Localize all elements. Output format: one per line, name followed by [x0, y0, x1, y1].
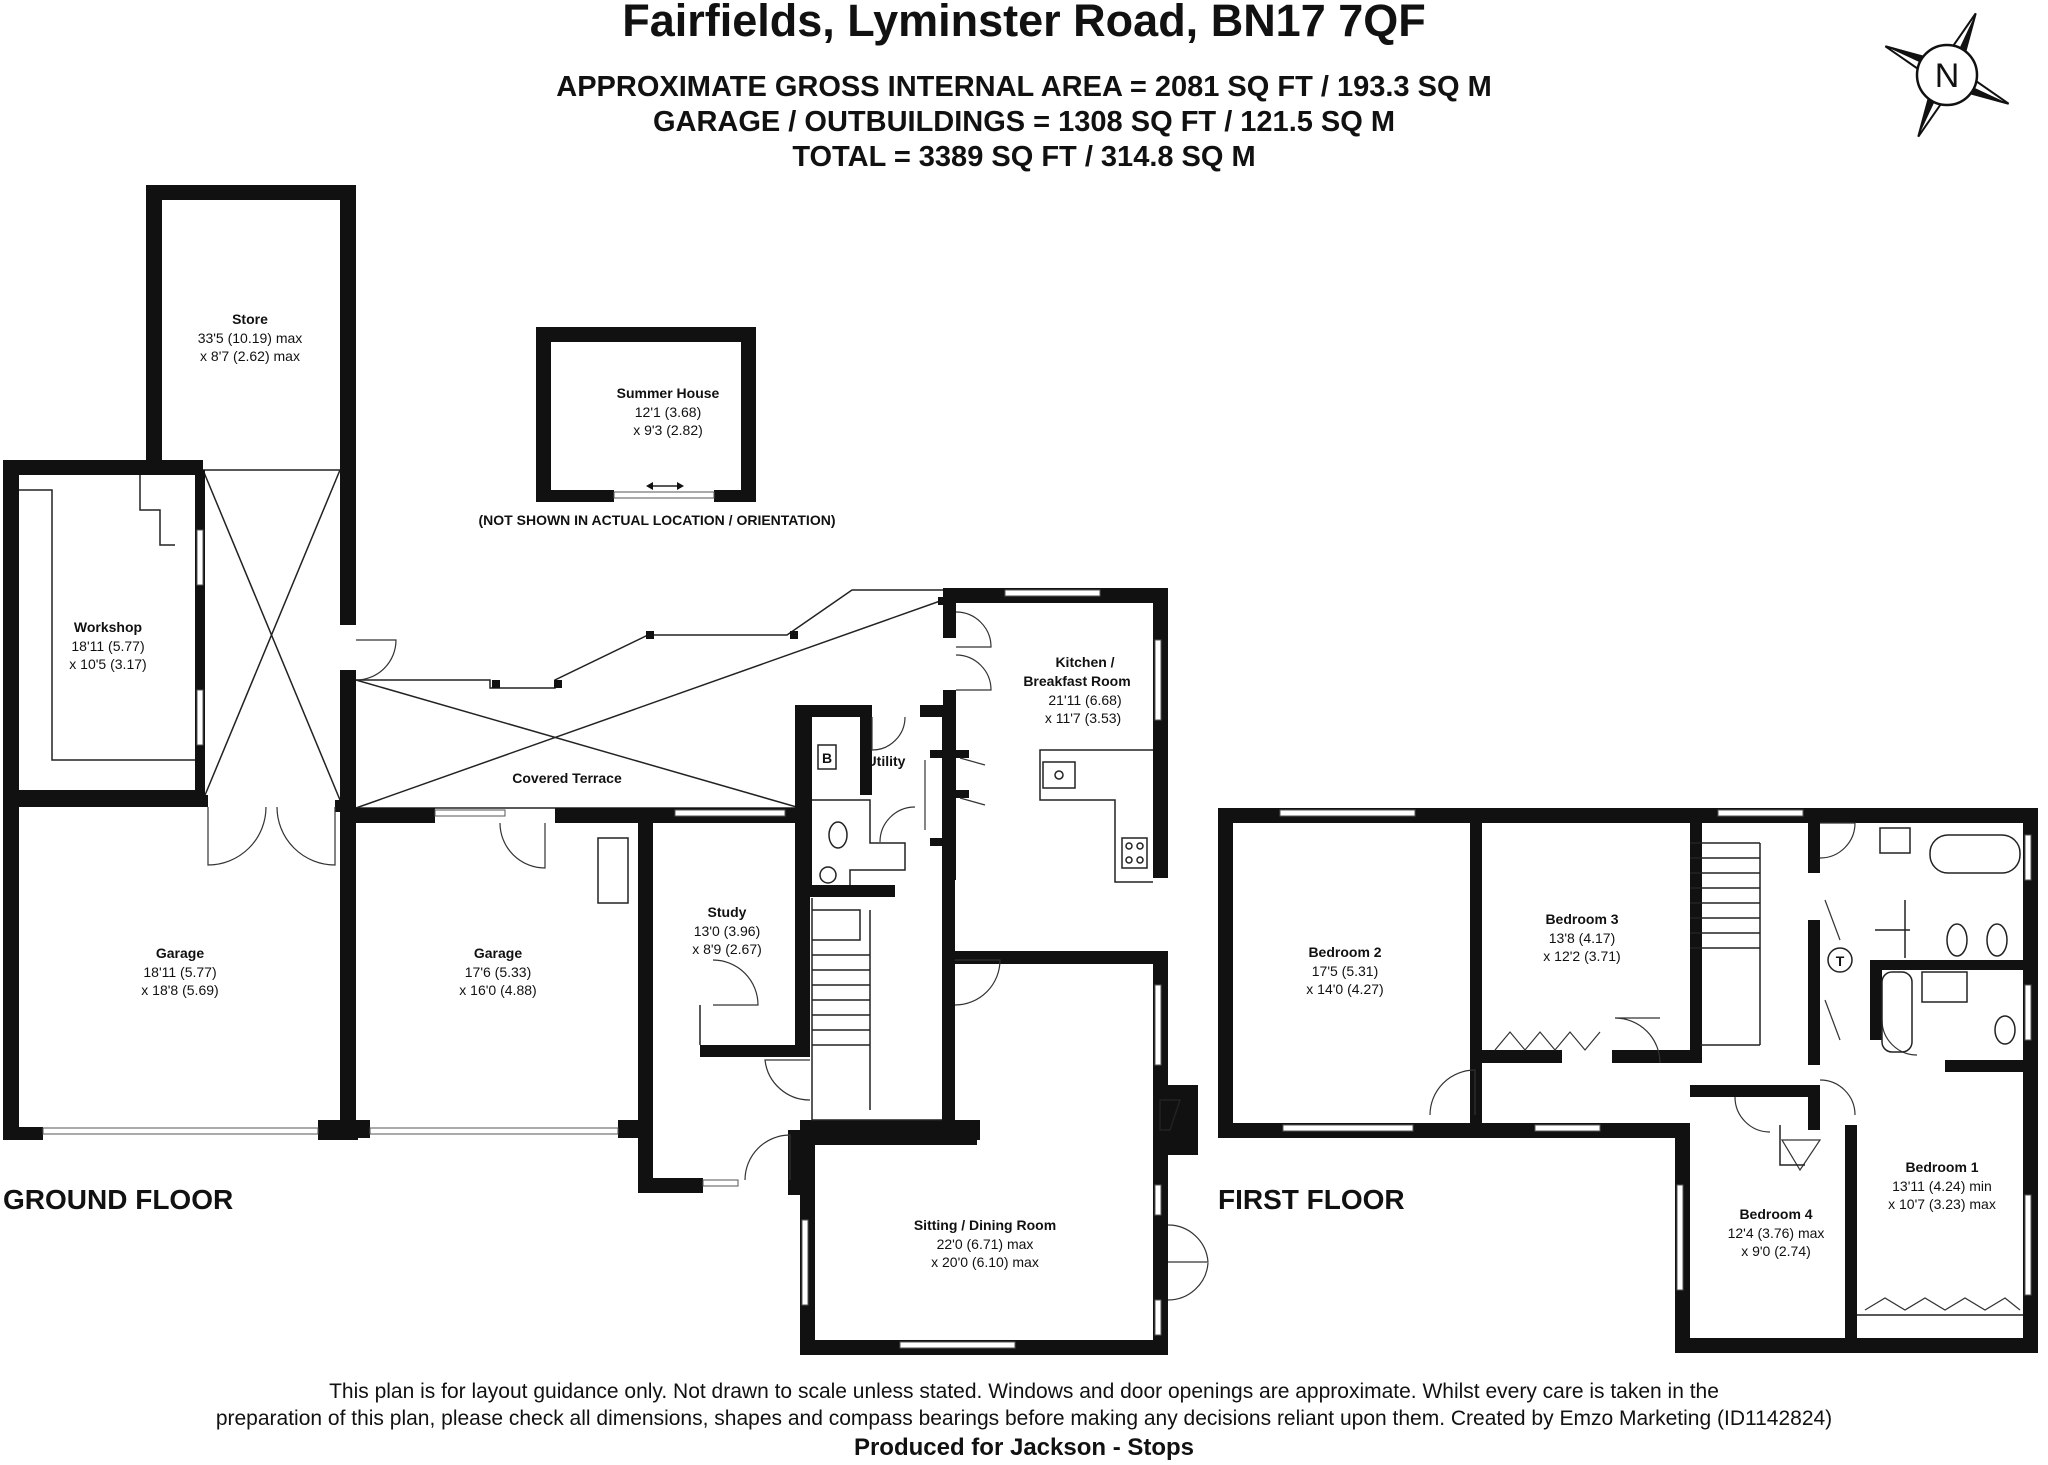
- store-dim-1: 33'5 (10.19) max: [198, 330, 303, 346]
- garage-left-dim-1: 18'11 (5.77): [143, 964, 216, 980]
- garage-right-dim-1: 17'6 (5.33): [465, 964, 532, 980]
- tank-marker: T: [1827, 947, 1853, 973]
- first-floor-outline: [1218, 808, 2038, 1353]
- workshop-outline: [3, 460, 205, 805]
- garage-right-outline: [340, 808, 795, 1138]
- summer-house-dim-1: 12'1 (3.68): [635, 404, 702, 420]
- garage-right-dim-2: x 16'0 (4.88): [459, 982, 536, 998]
- produced-for: Produced for Jackson - Stops: [854, 1434, 1194, 1461]
- garage-left-outline: [3, 795, 358, 1140]
- first-floor-label: FIRST FLOOR: [1218, 1184, 1405, 1215]
- bedroom1-dim-1: 13'11 (4.24) min: [1892, 1178, 1992, 1194]
- bedroom2-dim-1: 17'5 (5.31): [1312, 963, 1379, 979]
- bedroom4-dim-1: 12'4 (3.76) max: [1728, 1225, 1825, 1241]
- compass-rose-icon: N: [1884, 12, 2010, 138]
- covered-terrace-name: Covered Terrace: [512, 770, 622, 786]
- ground-floor-label: GROUND FLOOR: [3, 1184, 233, 1215]
- study-dim-1: 13'0 (3.96): [694, 923, 761, 939]
- study-dim-2: x 8'9 (2.67): [692, 941, 762, 957]
- bedroom1-name: Bedroom 1: [1905, 1159, 1978, 1175]
- summer-house-dim-2: x 9'3 (2.82): [633, 422, 703, 438]
- area-total: TOTAL = 3389 SQ FT / 314.8 SQ M: [792, 141, 1255, 173]
- bedroom4-name: Bedroom 4: [1739, 1206, 1812, 1222]
- sitting-room-outline: [800, 955, 1209, 1355]
- study-name: Study: [708, 904, 747, 920]
- store-name: Store: [232, 311, 268, 327]
- bedroom3-dim-2: x 12'2 (3.71): [1543, 948, 1620, 964]
- compass-north-label: N: [1935, 57, 1960, 95]
- area-gross-internal: APPROXIMATE GROSS INTERNAL AREA = 2081 S…: [556, 71, 1491, 103]
- boiler-label: B: [822, 750, 832, 766]
- garage-right-name: Garage: [474, 945, 522, 961]
- summer-house-name: Summer House: [617, 385, 720, 401]
- garage-left-name: Garage: [156, 945, 204, 961]
- area-garage-outbuildings: GARAGE / OUTBUILDINGS = 1308 SQ FT / 121…: [653, 106, 1395, 138]
- bedroom3-name: Bedroom 3: [1545, 911, 1618, 927]
- bedroom3-dim-1: 13'8 (4.17): [1549, 930, 1616, 946]
- sitting-room-dim-1: 22'0 (6.71) max: [937, 1236, 1034, 1252]
- summer-house-outline: [536, 327, 756, 502]
- kitchen-name-line-1: Kitchen /: [1055, 654, 1114, 670]
- kitchen-name-line-2: Breakfast Room: [1023, 673, 1130, 689]
- tank-label: T: [1836, 953, 1845, 969]
- disclaimer-line-2: preparation of this plan, please check a…: [216, 1407, 1832, 1430]
- kitchen-dim-2: x 11'7 (3.53): [1045, 710, 1121, 726]
- workshop-dim-2: x 10'5 (3.17): [69, 656, 146, 672]
- store-outline: [146, 185, 356, 805]
- disclaimer-line-1: This plan is for layout guidance only. N…: [329, 1380, 1719, 1403]
- bedroom4-dim-2: x 9'0 (2.74): [1741, 1243, 1811, 1259]
- store-dim-2: x 8'7 (2.62) max: [200, 348, 300, 364]
- bedroom2-name: Bedroom 2: [1308, 944, 1381, 960]
- summer-house-note: (NOT SHOWN IN ACTUAL LOCATION / ORIENTAT…: [479, 512, 836, 528]
- covered-terrace-outline: [355, 589, 946, 809]
- garage-left-dim-2: x 18'8 (5.69): [141, 982, 218, 998]
- kitchen-dim-1: 21'11 (6.68): [1048, 692, 1121, 708]
- utility-name: Utility: [867, 753, 906, 769]
- bedroom2-dim-2: x 14'0 (4.27): [1306, 981, 1383, 997]
- plan-title: Fairfields, Lyminster Road, BN17 7QF: [622, 0, 1426, 46]
- workshop-name: Workshop: [74, 619, 142, 635]
- kitchen-outline: [943, 588, 1168, 964]
- sitting-room-dim-2: x 20'0 (6.10) max: [931, 1254, 1039, 1270]
- workshop-dim-1: 18'11 (5.77): [71, 638, 144, 654]
- sitting-room-name: Sitting / Dining Room: [914, 1217, 1056, 1233]
- bedroom1-dim-2: x 10'7 (3.23) max: [1888, 1196, 1996, 1212]
